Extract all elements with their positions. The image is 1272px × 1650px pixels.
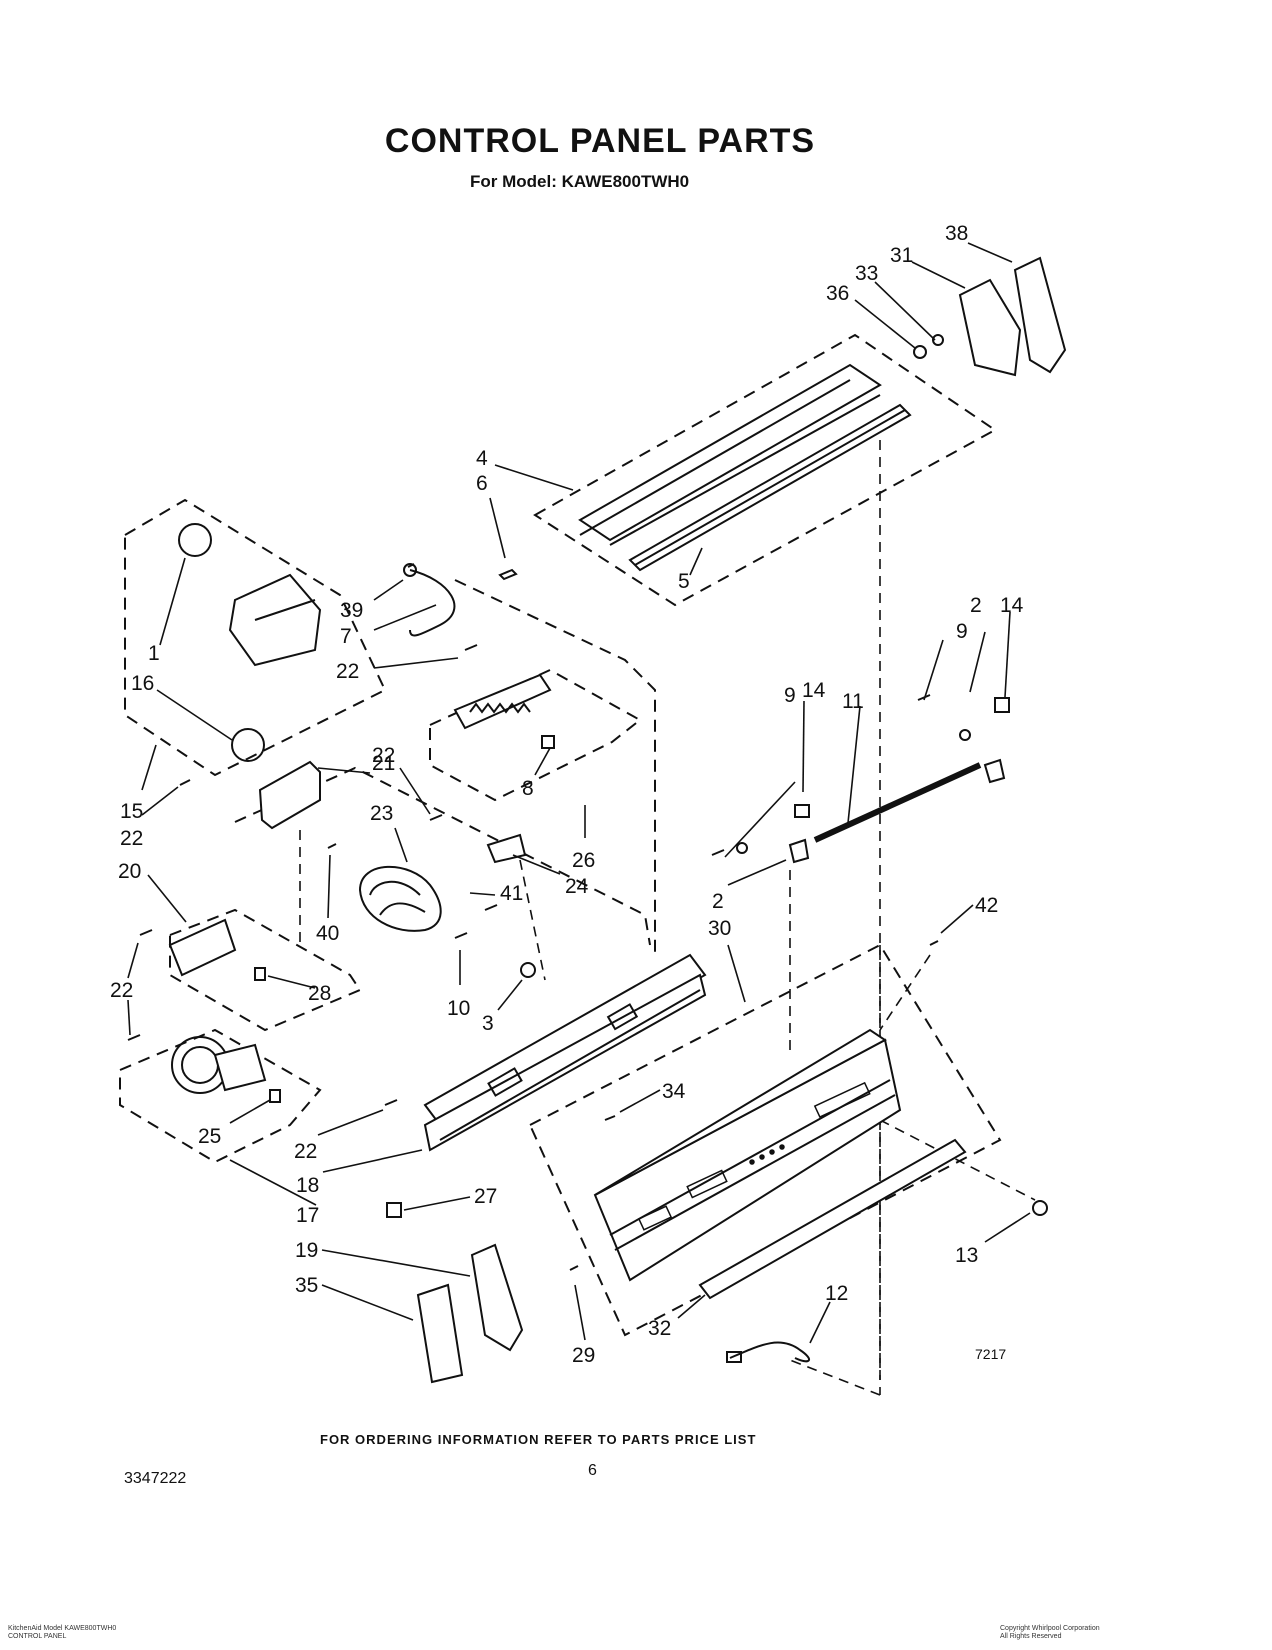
screws bbox=[127, 563, 1048, 1271]
callout-label: 34 bbox=[662, 1080, 686, 1103]
page-title: CONTROL PANEL PARTS bbox=[384, 122, 816, 160]
terminal-bracket bbox=[453, 673, 555, 749]
callout-label: 2 bbox=[712, 890, 724, 913]
callout-label: 21 bbox=[372, 752, 395, 775]
fine-print-line: KitchenAid Model KAWE800TWH0 bbox=[8, 1625, 117, 1632]
diagram-code: 7217 bbox=[975, 1346, 1007, 1362]
callout-label: 29 bbox=[572, 1344, 595, 1367]
model-subtitle: For Model: KAWE800TWH0 bbox=[470, 172, 690, 191]
page-number: 6 bbox=[588, 1462, 597, 1479]
callout-label: 38 bbox=[945, 222, 968, 245]
callout-label: 27 bbox=[474, 1185, 497, 1208]
callout-label: 30 bbox=[708, 917, 731, 940]
callout-label: 32 bbox=[648, 1317, 671, 1340]
callout-label: 14 bbox=[1000, 594, 1024, 617]
callout-label: 42 bbox=[975, 894, 998, 917]
callout-label: 22 bbox=[294, 1140, 317, 1163]
fine-print-left: KitchenAid Model KAWE800TWH0 CONTROL PAN… bbox=[8, 1625, 116, 1641]
callout-label: 11 bbox=[842, 690, 864, 713]
callout-label: 12 bbox=[825, 1282, 848, 1305]
rotary-switch bbox=[171, 1036, 281, 1103]
callout-label: 22 bbox=[336, 660, 359, 683]
callout-label: 22 bbox=[372, 744, 395, 767]
callout-label: 36 bbox=[826, 282, 849, 305]
drive-rod bbox=[736, 697, 1010, 864]
mounting-bracket bbox=[258, 760, 321, 830]
ordering-note: FOR ORDERING INFORMATION REFER TO PARTS … bbox=[320, 1432, 757, 1447]
callout-label: 28 bbox=[308, 982, 331, 1005]
callout-label: 2 bbox=[970, 594, 982, 617]
timer-assembly bbox=[178, 523, 322, 762]
callout-label: 17 bbox=[296, 1204, 319, 1227]
callout-label: 33 bbox=[855, 262, 878, 285]
callout-label: 35 bbox=[295, 1274, 318, 1297]
callout-label: 41 bbox=[500, 882, 523, 905]
callout-label: 8 bbox=[522, 777, 534, 800]
callout-label: 26 bbox=[572, 849, 595, 872]
fine-print-right: Copyright Whirlpool Corporation All Righ… bbox=[1000, 1625, 1100, 1641]
callout-label: 18 bbox=[296, 1174, 319, 1197]
wire-harness bbox=[409, 569, 456, 637]
callout-label: 15 bbox=[120, 800, 143, 823]
callout-label: 22 bbox=[120, 827, 143, 850]
callout-label: 25 bbox=[198, 1125, 221, 1148]
callout-label: 23 bbox=[370, 802, 393, 825]
control-panel-main bbox=[593, 1028, 902, 1282]
callout-label: 39 bbox=[340, 599, 363, 622]
callout-label: 19 bbox=[295, 1239, 318, 1262]
callout-label: 9 bbox=[784, 684, 796, 707]
callout-label: 4 bbox=[476, 447, 488, 470]
callout-label: 16 bbox=[131, 672, 154, 695]
end-cap-top-right bbox=[913, 256, 1067, 377]
group-outlines bbox=[119, 333, 1002, 1337]
end-cap-bottom-left bbox=[386, 1202, 524, 1384]
callout-label: 14 bbox=[802, 679, 826, 702]
callout-label: 3 bbox=[482, 1012, 494, 1035]
callout-label: 5 bbox=[678, 570, 690, 593]
callout-label: 1 bbox=[148, 642, 160, 665]
callout-label: 13 bbox=[955, 1244, 978, 1267]
top-trim-rail bbox=[578, 363, 912, 572]
document-number: 3347222 bbox=[124, 1470, 187, 1487]
callout-label: 6 bbox=[476, 472, 488, 495]
selector-switch bbox=[358, 865, 442, 932]
callout-label: 31 bbox=[890, 244, 913, 267]
callout-label: 10 bbox=[447, 997, 470, 1020]
fine-print-line: All Rights Reserved bbox=[1000, 1633, 1062, 1640]
callout-label: 7 bbox=[340, 625, 352, 648]
lower-trim-strip bbox=[698, 1138, 967, 1300]
fine-print-line: CONTROL PANEL bbox=[8, 1633, 67, 1640]
callout-label: 22 bbox=[110, 979, 133, 1002]
leader-dash-lines bbox=[299, 440, 1036, 1396]
callout-label: 20 bbox=[118, 860, 141, 883]
callout-label: 9 bbox=[956, 620, 968, 643]
callout-label: 24 bbox=[565, 875, 589, 898]
push-button-switch bbox=[168, 918, 266, 981]
fine-print-line: Copyright Whirlpool Corporation bbox=[1000, 1625, 1100, 1632]
leader-lines bbox=[127, 242, 1031, 1344]
console-frame bbox=[423, 953, 707, 1152]
callout-label: 40 bbox=[316, 922, 339, 945]
cord-assembly bbox=[729, 1341, 810, 1363]
